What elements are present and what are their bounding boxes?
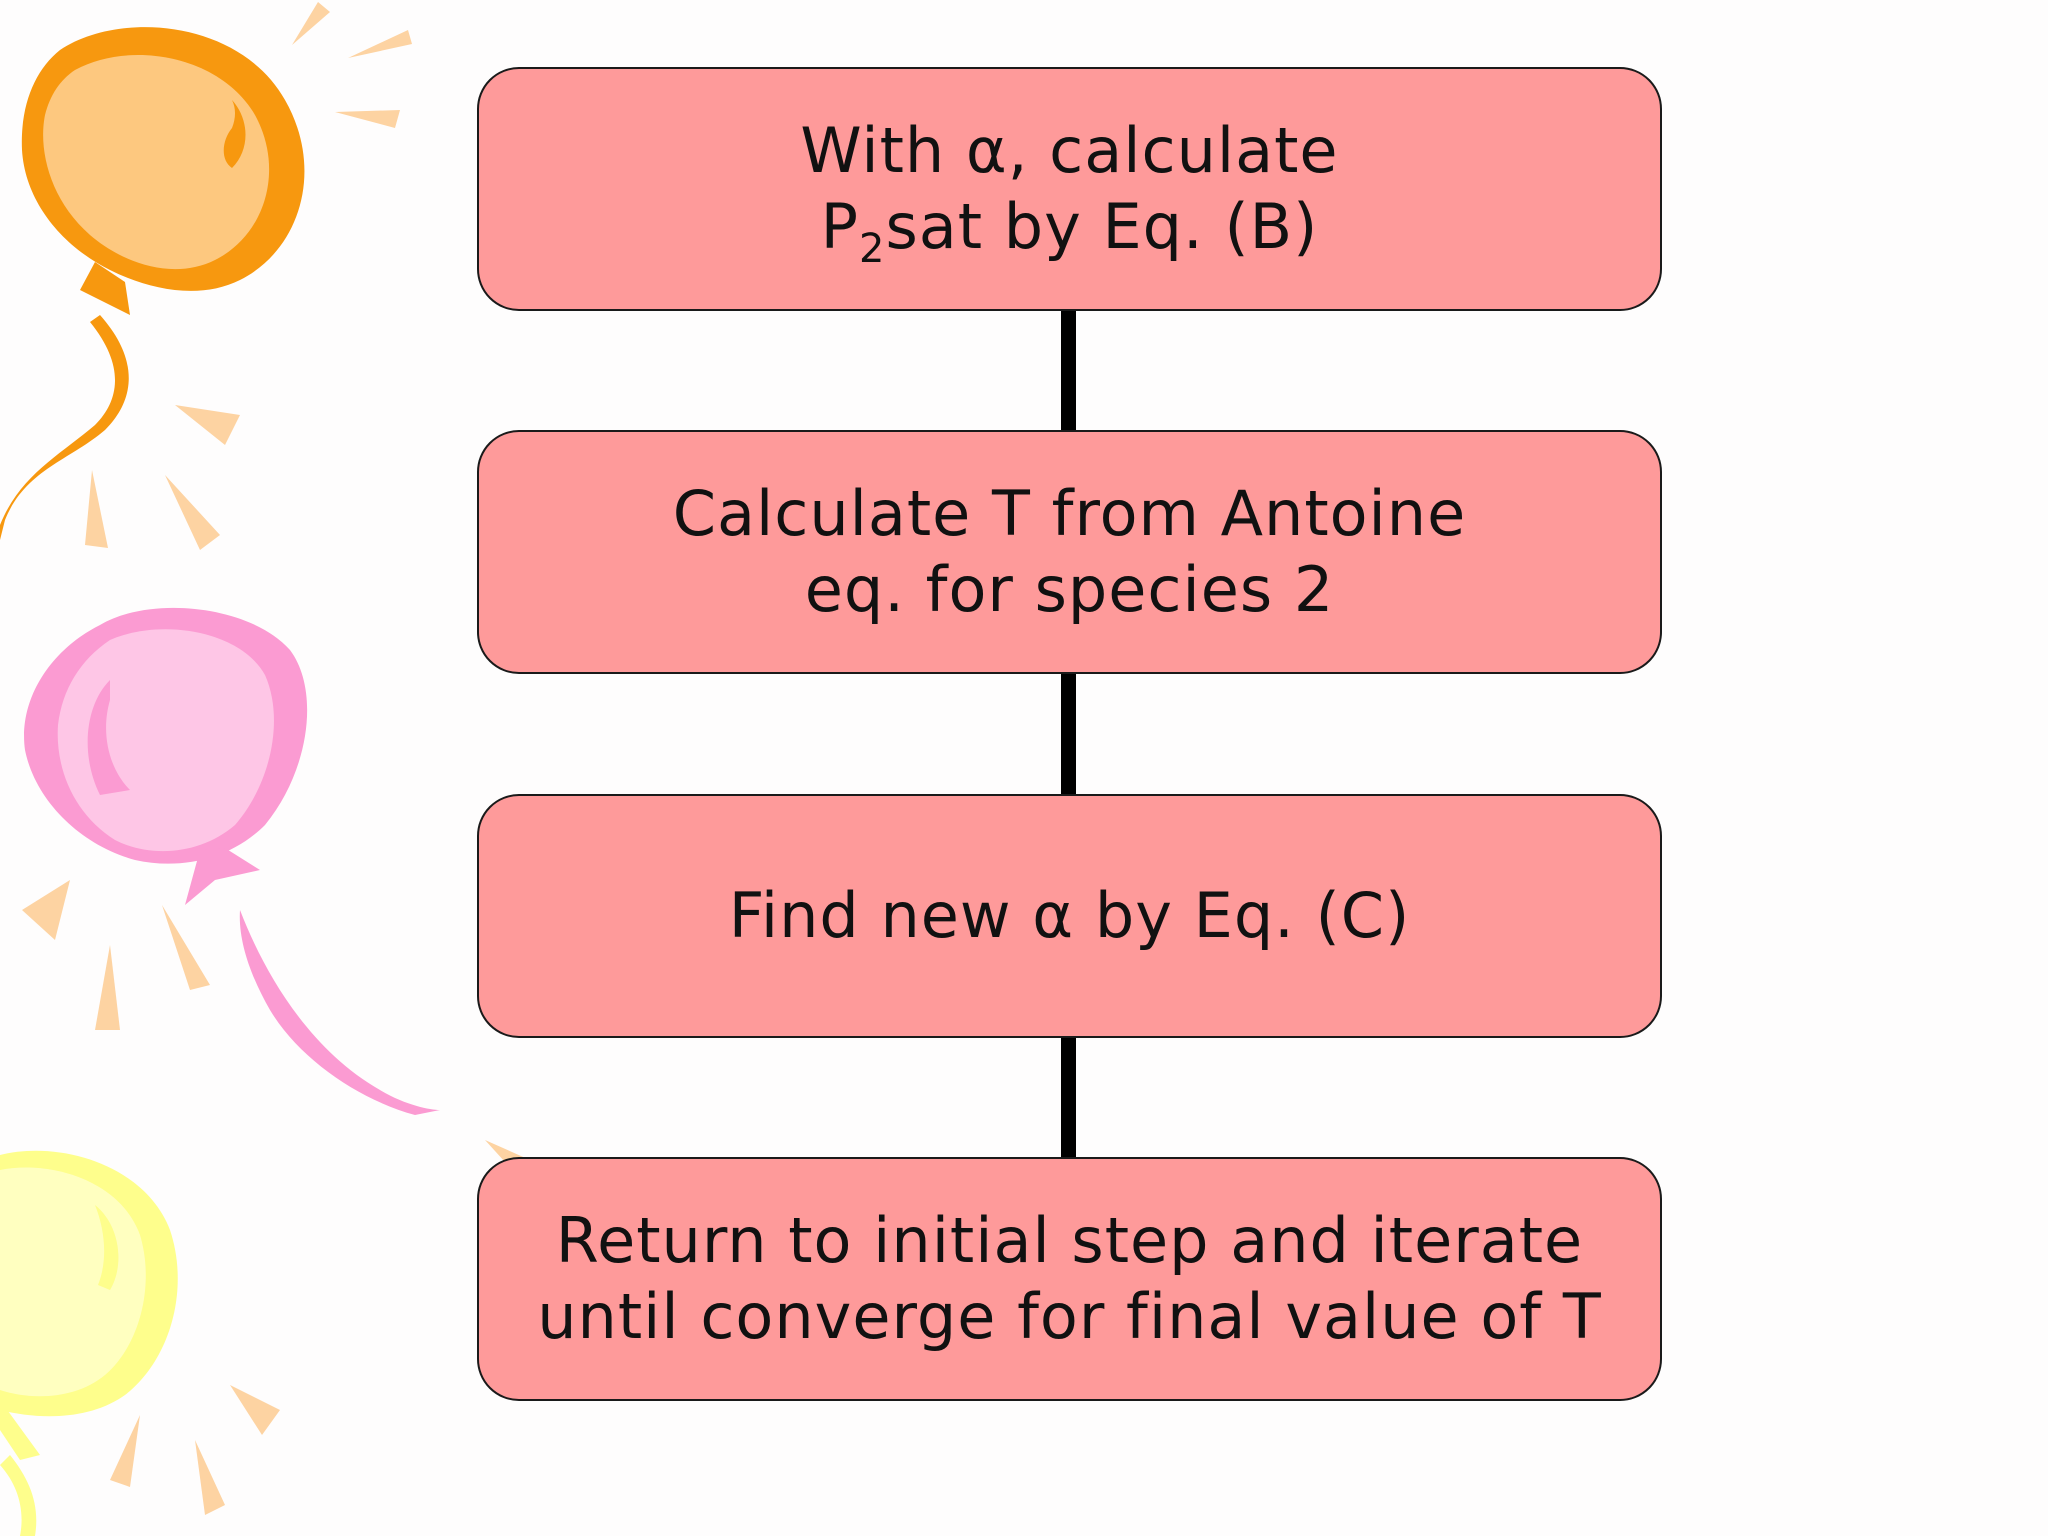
flowchart-step-1: With α, calculate P2sat by Eq. (B) — [477, 67, 1662, 311]
orange-balloon-icon — [0, 27, 305, 540]
flowchart-step-3: Find new α by Eq. (C) — [477, 794, 1662, 1038]
step-1-line-2: P2sat by Eq. (B) — [800, 189, 1338, 269]
step-2-line-2: eq. for species 2 — [804, 553, 1335, 626]
step-3-text: Find new α by Eq. (C) — [729, 878, 1411, 954]
connector-line-2 — [1061, 668, 1076, 796]
step-4-text: Return to initial step and iterate until… — [537, 1203, 1601, 1355]
connector-line-3 — [1061, 1032, 1076, 1164]
orange-balloon-rays — [85, 2, 412, 550]
step-1-line-2-rest: sat by Eq. (B) — [885, 190, 1319, 263]
step-1-pressure-symbol: P — [820, 190, 859, 263]
pink-balloon-rays — [22, 880, 210, 1030]
step-3-line-1: Find new α by Eq. (C) — [728, 879, 1411, 952]
step-4-line-2: until converge for final value of T — [537, 1280, 1602, 1353]
step-2-line-1: Calculate T from Antoine — [672, 477, 1467, 550]
connector-line-1 — [1061, 302, 1076, 430]
step-4-line-1: Return to initial step and iterate — [555, 1204, 1584, 1277]
step-2-text: Calculate T from Antoine eq. for species… — [673, 476, 1466, 628]
step-1-text: With α, calculate P2sat by Eq. (B) — [800, 113, 1339, 269]
flowchart-step-2: Calculate T from Antoine eq. for species… — [477, 430, 1662, 674]
yellow-balloon-rays — [110, 1140, 530, 1515]
yellow-balloon-icon — [0, 1150, 178, 1536]
flowchart-step-4: Return to initial step and iterate until… — [477, 1157, 1662, 1401]
pink-balloon-icon — [24, 607, 440, 1115]
step-1-line-1: With α, calculate — [800, 114, 1339, 187]
step-1-subscript: 2 — [858, 226, 886, 272]
